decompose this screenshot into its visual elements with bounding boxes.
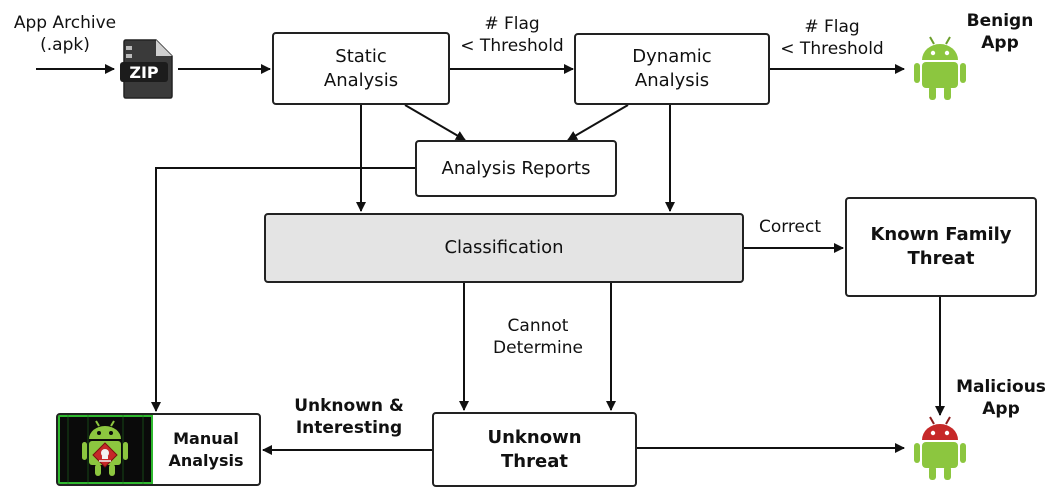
manual-analysis-node: Manual Analysis bbox=[56, 413, 261, 486]
flag-threshold-label-2-line1: # Flag bbox=[804, 17, 860, 37]
android-malicious-icon bbox=[913, 414, 967, 482]
static-analysis-line1: Static bbox=[335, 45, 387, 67]
unknown-interesting-label: Unknown & Interesting bbox=[280, 395, 418, 439]
known-family-threat-node: Known Family Threat bbox=[845, 197, 1037, 297]
benign-app-label: Benign App bbox=[952, 10, 1048, 54]
dynamic-analysis-node: Dynamic Analysis bbox=[574, 33, 770, 105]
known-family-threat-line1: Known Family bbox=[870, 224, 1012, 245]
flag-threshold-label-2-line2: < Threshold bbox=[780, 39, 884, 59]
zip-label: ZIP bbox=[129, 63, 159, 82]
unknown-interesting-line1: Unknown & bbox=[294, 396, 404, 416]
static-analysis-line2: Analysis bbox=[323, 69, 399, 91]
known-family-threat-line2: Threat bbox=[907, 248, 975, 269]
cannot-determine-label: Cannot Determine bbox=[478, 315, 598, 359]
manual-analysis-line2: Analysis bbox=[168, 450, 244, 470]
zip-file-icon: ZIP bbox=[118, 38, 176, 100]
dynamic-analysis-line2: Analysis bbox=[634, 70, 710, 91]
unknown-interesting-line2: Interesting bbox=[295, 418, 403, 438]
manual-analysis-text: Manual Analysis bbox=[153, 415, 259, 484]
correct-label: Correct bbox=[758, 217, 822, 237]
cannot-determine-line1: Cannot bbox=[507, 316, 569, 336]
cannot-determine-line2: Determine bbox=[493, 338, 583, 358]
dynamic-analysis-line1: Dynamic bbox=[632, 46, 712, 67]
flag-threshold-label-1: # Flag < Threshold bbox=[452, 13, 572, 57]
malicious-app-label: Malicious App bbox=[946, 376, 1055, 420]
malicious-app-line1: Malicious bbox=[956, 377, 1046, 397]
flag-threshold-label-1-line1: # Flag bbox=[484, 14, 540, 34]
edge-static-to-reports bbox=[404, 104, 466, 141]
input-label-line2: (.apk) bbox=[40, 35, 90, 55]
classification-label: Classification bbox=[444, 237, 564, 258]
edge-dynamic-to-reports bbox=[567, 104, 629, 141]
input-label: App Archive (.apk) bbox=[2, 12, 128, 56]
static-analysis-node: Static Analysis bbox=[272, 32, 450, 105]
unknown-threat-node: Unknown Threat bbox=[432, 412, 637, 487]
edge-reports-to-manual bbox=[151, 167, 415, 412]
unknown-threat-line2: Threat bbox=[501, 450, 568, 472]
unknown-threat-line1: Unknown bbox=[487, 426, 582, 448]
malicious-app-line2: App bbox=[982, 399, 1020, 419]
manual-analysis-line1: Manual bbox=[173, 428, 239, 448]
benign-app-line2: App bbox=[981, 33, 1019, 53]
flag-threshold-label-2: # Flag < Threshold bbox=[772, 16, 892, 60]
flag-threshold-label-1-line2: < Threshold bbox=[460, 36, 564, 56]
android-manual-icon bbox=[58, 415, 153, 484]
classification-node: Classification bbox=[264, 213, 744, 283]
analysis-reports-node: Analysis Reports bbox=[415, 140, 617, 197]
analysis-reports-label: Analysis Reports bbox=[441, 157, 591, 179]
android-benign-icon bbox=[913, 34, 967, 102]
benign-app-line1: Benign bbox=[966, 11, 1034, 31]
input-label-line1: App Archive bbox=[13, 13, 117, 33]
